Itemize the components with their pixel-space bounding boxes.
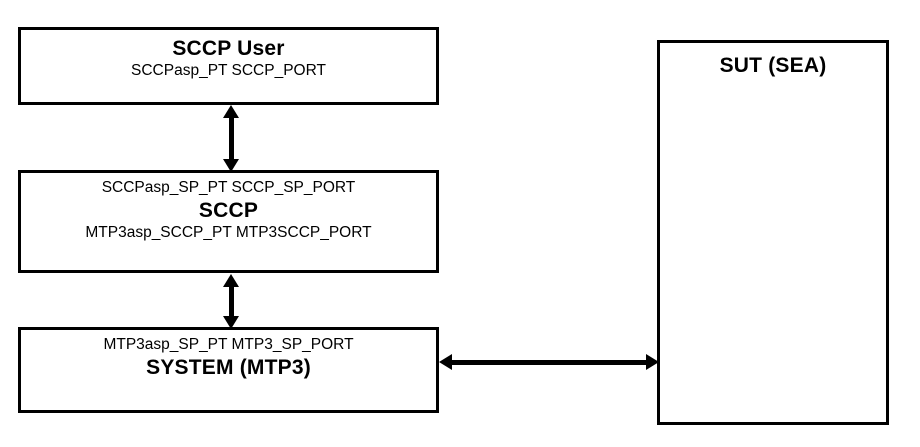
node-system-mtp3-title: SYSTEM (MTP3) <box>146 355 311 379</box>
node-sut-content: SUT (SEA) <box>660 43 886 79</box>
arrow-head-down-icon <box>223 159 239 172</box>
node-sccp-port-top: SCCPasp_SP_PT SCCP_SP_PORT <box>101 179 356 196</box>
arrow-shaft <box>229 285 234 318</box>
node-sccp-user-port-top: SCCPasp_PT SCCP_PORT <box>131 61 326 79</box>
node-sccp-user-content: SCCP User SCCPasp_PT SCCP_PORT <box>21 30 436 81</box>
node-sccp-user[interactable]: SCCP User SCCPasp_PT SCCP_PORT <box>18 27 439 105</box>
arrow-head-down-icon <box>223 316 239 329</box>
node-sccp-user-title: SCCP User <box>172 37 285 60</box>
connector-sccpuser-sccp <box>223 105 239 172</box>
arrow-head-up-icon <box>223 105 239 118</box>
node-sccp[interactable]: SCCPasp_SP_PT SCCP_SP_PORT SCCP MTP3asp_… <box>18 170 439 273</box>
arrow-head-right-icon <box>646 354 659 370</box>
connector-system-sut <box>439 354 659 370</box>
arrow-shaft <box>229 116 234 161</box>
node-system-mtp3-port-top: MTP3asp_SP_PT MTP3_SP_PORT <box>103 336 354 353</box>
connector-sccp-system <box>223 274 239 329</box>
node-system-mtp3-content: MTP3asp_SP_PT MTP3_SP_PORT SYSTEM (MTP3) <box>21 330 436 381</box>
node-sccp-port-bottom: MTP3asp_SCCP_PT MTP3SCCP_PORT <box>85 223 372 241</box>
node-sccp-content: SCCPasp_SP_PT SCCP_SP_PORT SCCP MTP3asp_… <box>21 173 436 242</box>
node-sccp-title: SCCP <box>198 198 259 222</box>
arrow-shaft <box>450 360 648 365</box>
arrow-head-left-icon <box>439 354 452 370</box>
node-system-mtp3[interactable]: MTP3asp_SP_PT MTP3_SP_PORT SYSTEM (MTP3) <box>18 327 439 413</box>
arrow-head-up-icon <box>223 274 239 287</box>
node-sut-title: SUT (SEA) <box>719 54 827 77</box>
node-sut[interactable]: SUT (SEA) <box>657 40 889 425</box>
